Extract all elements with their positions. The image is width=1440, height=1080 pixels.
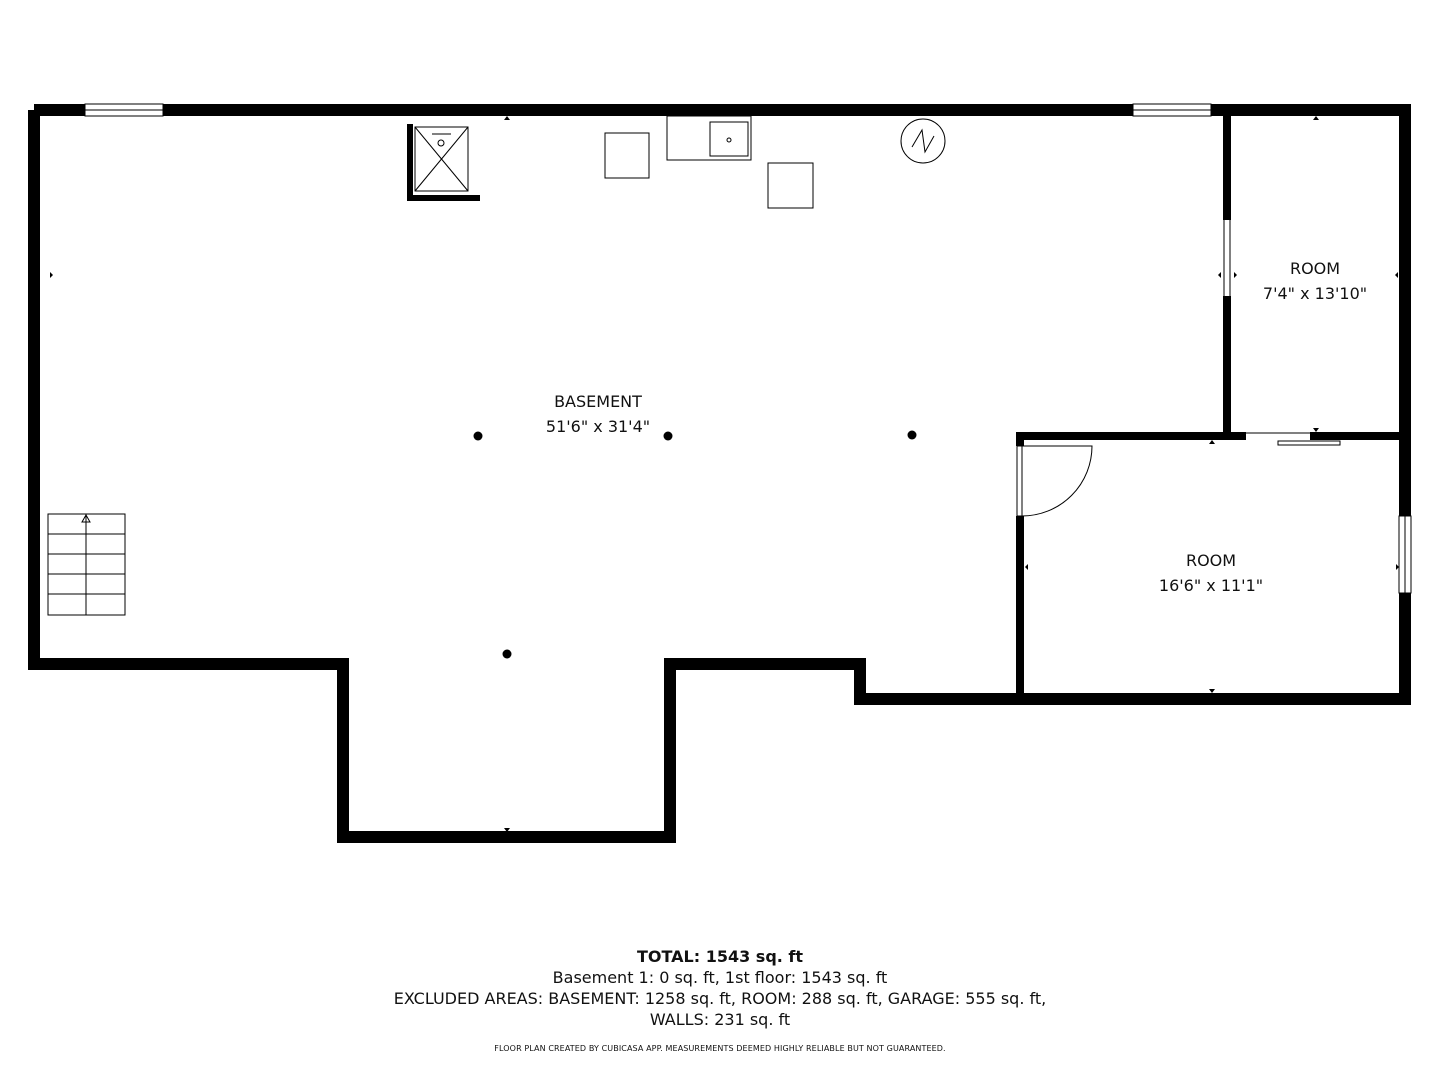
summary-line-3: WALLS: 231 sq. ft [649, 1010, 791, 1029]
door-opening-vertical [1222, 220, 1232, 296]
room-label-room-1: ROOM 7'4" x 13'10" [1263, 256, 1367, 306]
stairs-arrow-icon [81, 513, 91, 523]
water-heater-icon [900, 118, 946, 164]
summary-line-2: EXCLUDED AREAS: BASEMENT: 1258 sq. ft, R… [393, 989, 1047, 1008]
outer-wall [28, 104, 1411, 843]
room-dimensions: 16'6" x 11'1" [1158, 576, 1264, 595]
total-area: TOTAL: 1543 sq. ft [636, 947, 804, 966]
shower-enclosure [407, 124, 480, 201]
room-label-room-2: ROOM 16'6" x 11'1" [1159, 548, 1263, 598]
sliding-door [1246, 431, 1310, 441]
interior-walls [1016, 116, 1405, 699]
room-name: BASEMENT [554, 392, 642, 411]
interior-wall-vertical-upper [1223, 116, 1231, 220]
room-dimensions: 51'6" x 31'4" [545, 417, 651, 436]
doors [1015, 220, 1341, 517]
sink-counter [666, 115, 752, 161]
sliding-door-panel [1277, 440, 1341, 446]
shower-icon [414, 126, 469, 192]
room-name: ROOM [1289, 259, 1341, 278]
columns [473, 430, 917, 659]
interior-wall-room-left-lower [1016, 516, 1024, 699]
interior-wall-room-left [1016, 432, 1024, 446]
door-swing-arc [1021, 445, 1093, 517]
swing-door-leaf [1016, 445, 1023, 517]
windows [84, 103, 1412, 594]
interior-wall-horizontal-right [1310, 432, 1405, 440]
room-label-basement: BASEMENT 51'6" x 31'4" [546, 389, 650, 439]
walls [28, 104, 1411, 843]
room-dimensions: 7'4" x 13'10" [1262, 284, 1368, 303]
sink-icon [709, 121, 749, 157]
disclaimer: FLOOR PLAN CREATED BY CUBICASA APP. MEAS… [494, 1044, 946, 1053]
room-name: ROOM [1185, 551, 1237, 570]
tick-markers [50, 116, 1399, 832]
fixtures [47, 115, 946, 616]
summary-line-1: Basement 1: 0 sq. ft, 1st floor: 1543 sq… [552, 968, 888, 987]
interior-wall-vertical-lower [1223, 296, 1231, 440]
interior-wall-horizontal [1016, 432, 1246, 440]
appliance-box-2 [767, 162, 814, 209]
appliance-box-1 [604, 132, 650, 179]
